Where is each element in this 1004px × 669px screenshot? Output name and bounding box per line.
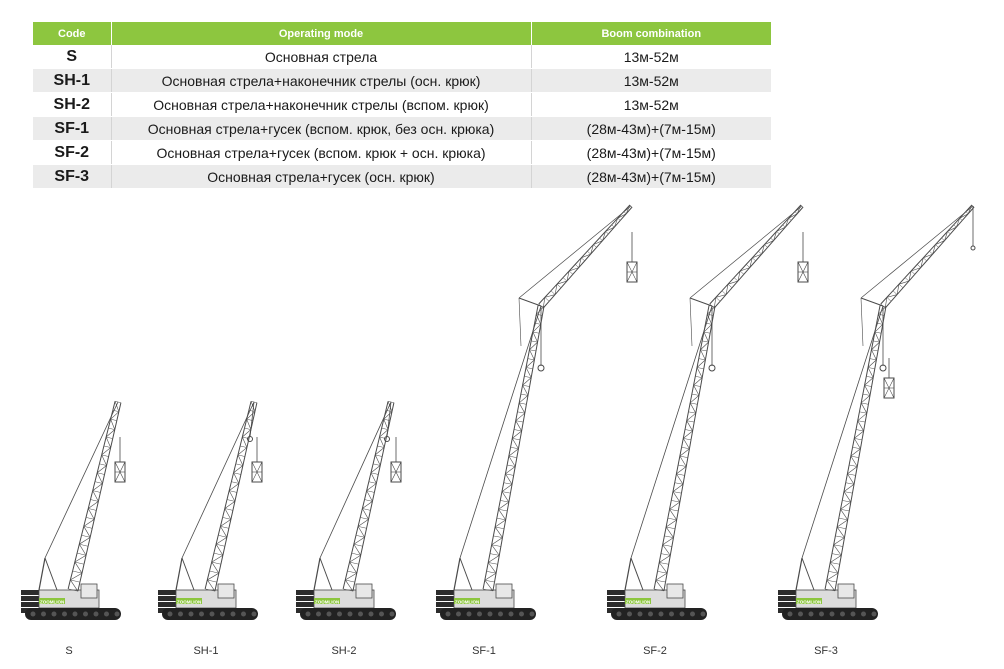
crane-label-sf-1: SF-1 [472,645,496,657]
svg-text:ZOOMLION: ZOOMLION [626,600,650,605]
boom-combination-table: Code Operating mode Boom combination S О… [33,22,771,189]
crane-s: ZOOMLION [21,401,126,620]
crane-label-sf-3: SF-3 [814,645,838,657]
crane-label-sh-1: SH-1 [193,645,219,657]
crane-label-s: S [65,645,73,657]
crane-label-sf-2: SF-2 [643,645,667,657]
row-code: S [33,45,112,69]
crane-configurations-illustration: ZOOMLION ZOOMLION ZOOMLION ZOOMLION ZOOMLION… [21,204,976,620]
table-row: SH-1 Основная стрела+наконечник стрелы (… [33,68,771,93]
crane-label-sh-2: SH-2 [331,645,357,657]
crane-sf-2: ZOOMLION [607,204,809,620]
row-mode: Основная стрела+гусек (вспом. крюк, без … [111,116,532,141]
row-mode: Основная стрела+наконечник стрелы (вспом… [111,92,532,117]
row-code: SF-2 [33,140,112,165]
svg-text:ZOOMLION: ZOOMLION [177,600,201,605]
header-code: Code [33,22,112,45]
svg-text:ZOOMLION: ZOOMLION [40,600,64,605]
table-row: SH-2 Основная стрела+наконечник стрелы (… [33,92,771,117]
header-operating-mode: Operating mode [111,22,532,45]
svg-text:ZOOMLION: ZOOMLION [797,600,821,605]
table-row: SF-3 Основная стрела+гусек (осн. крюк) (… [33,164,771,189]
row-boom: (28м-43м)+(7м-15м) [531,116,771,141]
svg-text:ZOOMLION: ZOOMLION [455,600,479,605]
row-boom: (28м-43м)+(7м-15м) [531,164,771,189]
row-code: SH-2 [33,92,112,117]
header-boom-combination: Boom combination [531,22,771,45]
svg-text:ZOOMLION: ZOOMLION [315,600,339,605]
table-row: SF-2 Основная стрела+гусек (вспом. крюк … [33,140,771,165]
row-mode: Основная стрела [111,45,532,69]
row-boom: 13м-52м [531,45,771,69]
row-code: SH-1 [33,68,112,93]
row-code: SF-1 [33,116,112,141]
row-mode: Основная стрела+гусек (осн. крюк) [111,164,532,189]
crane-sh-2: ZOOMLION [296,401,402,620]
table-header-row: Code Operating mode Boom combination [33,22,771,45]
row-mode: Основная стрела+наконечник стрелы (осн. … [111,68,532,93]
row-boom: 13м-52м [531,68,771,93]
crane-sf-3: ZOOMLION [778,204,976,620]
table-row: SF-1 Основная стрела+гусек (вспом. крюк,… [33,116,771,141]
table-row: S Основная стрела 13м-52м [33,45,771,69]
row-mode: Основная стрела+гусек (вспом. крюк + осн… [111,140,532,165]
row-boom: 13м-52м [531,92,771,117]
row-boom: (28м-43м)+(7м-15м) [531,140,771,165]
crane-sf-1: ZOOMLION [436,204,638,620]
crane-sh-1: ZOOMLION [158,401,263,620]
row-code: SF-3 [33,164,112,189]
